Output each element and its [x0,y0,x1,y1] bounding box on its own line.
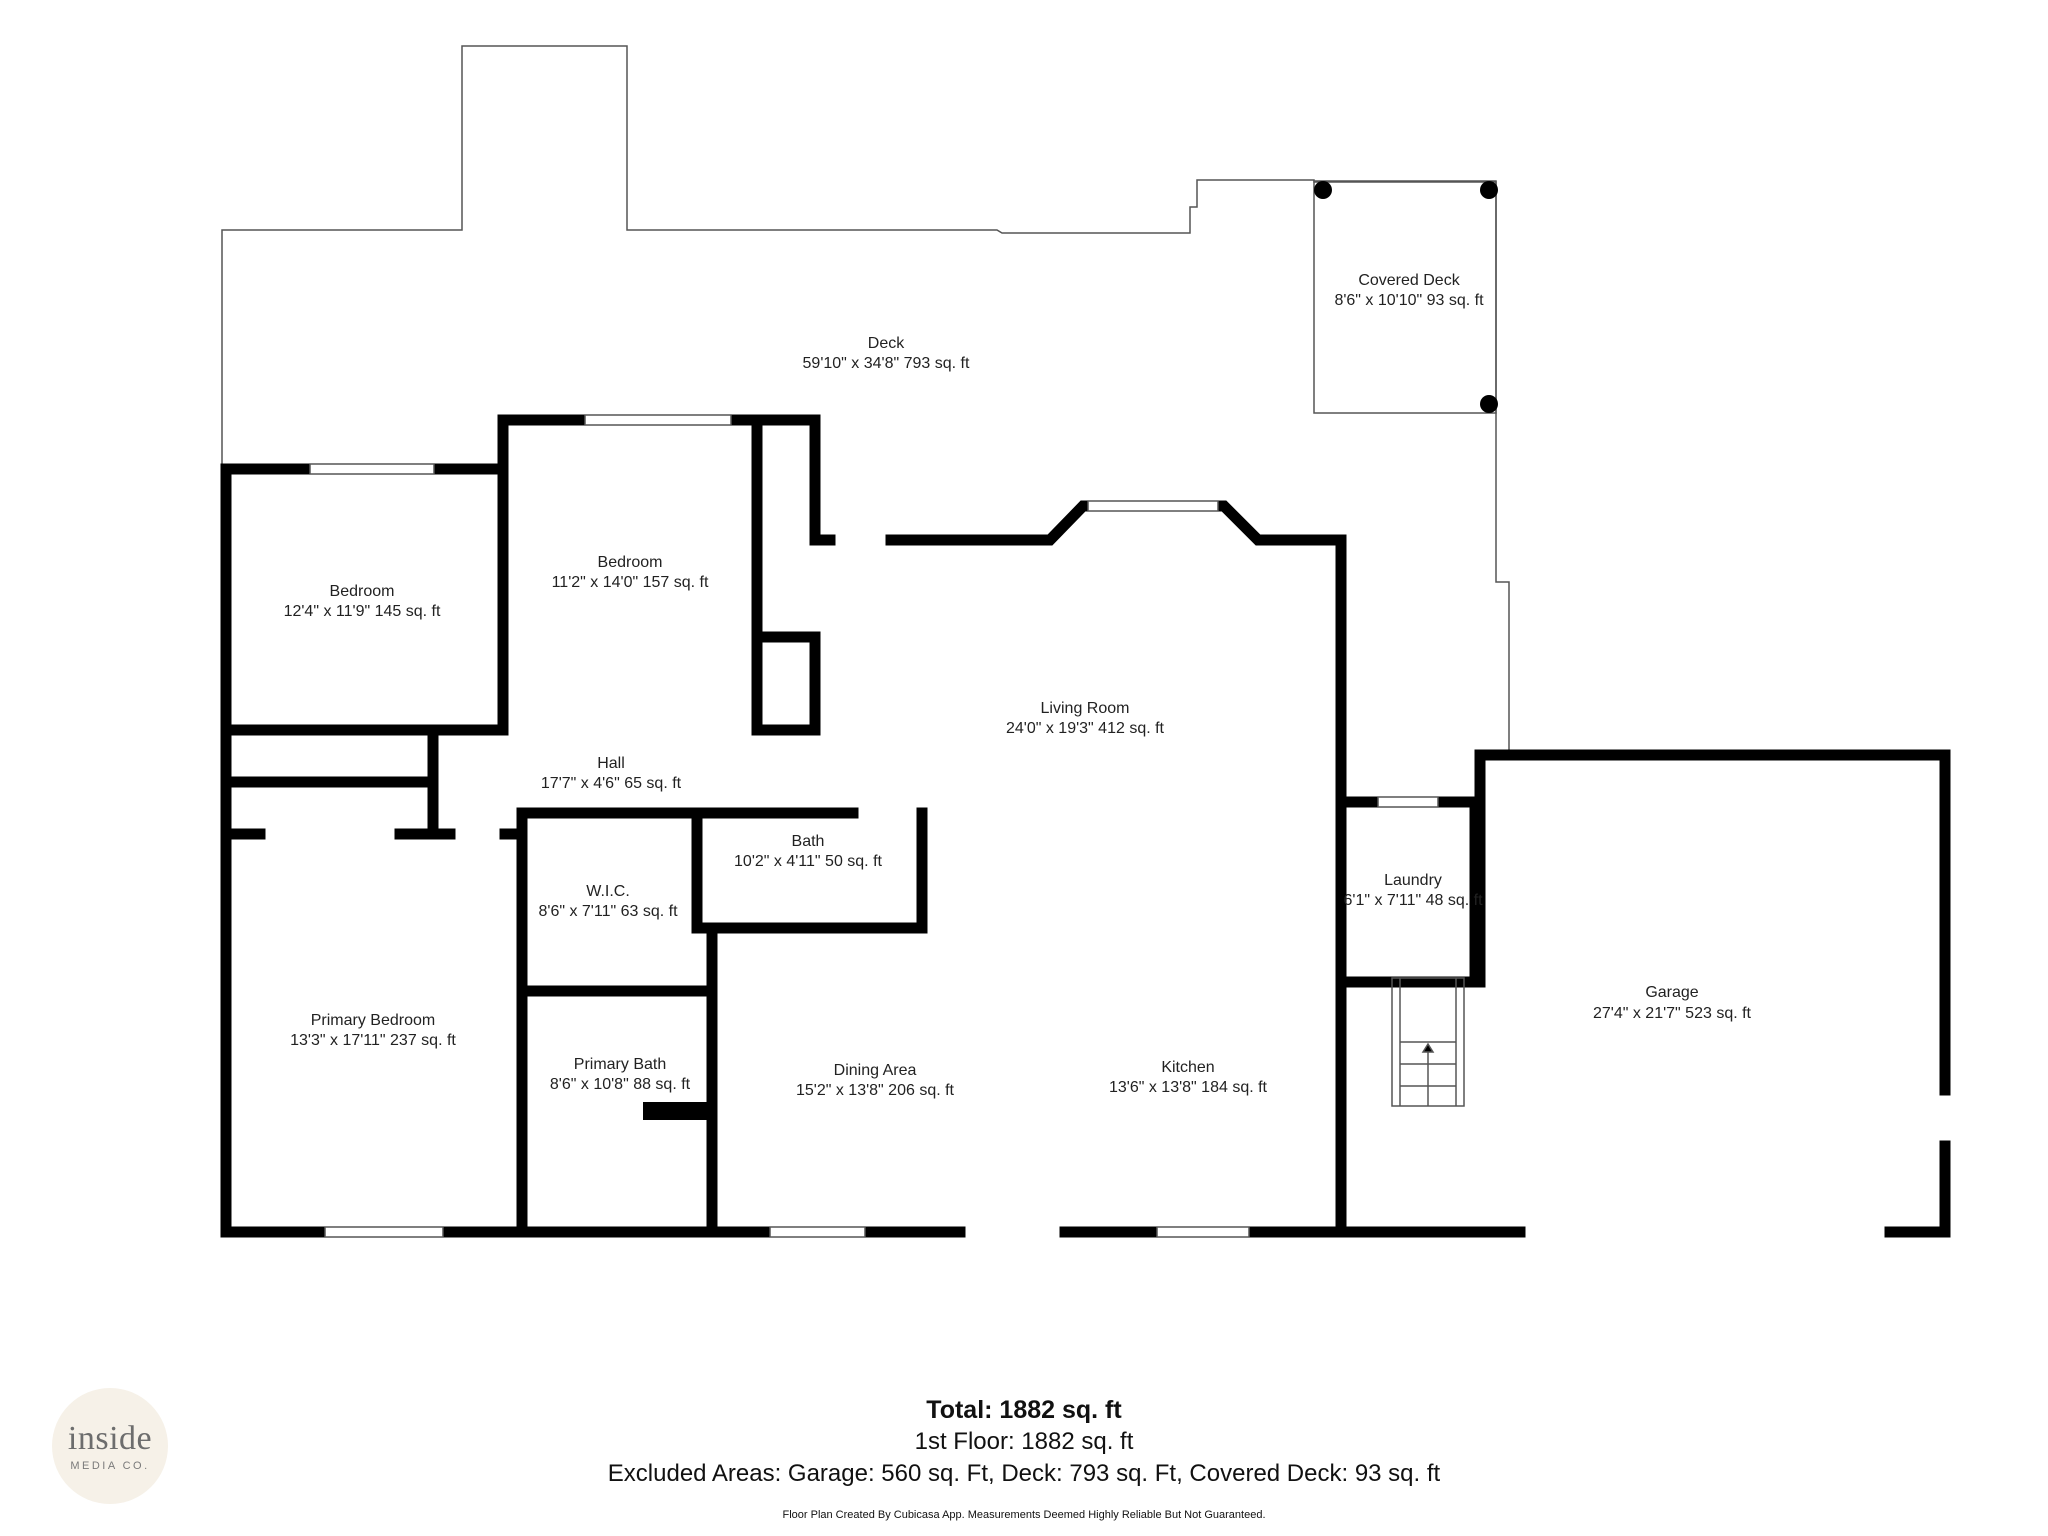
total-area: Total: 1882 sq. ft [926,1396,1122,1424]
room-name-hall: Hall [597,755,625,772]
room-dims-laundry: 6'1" x 7'11" 48 sq. ft [1343,892,1483,909]
excluded-areas: Excluded Areas: Garage: 560 sq. Ft, Deck… [607,1460,1441,1487]
floor-1-area: 1st Floor: 1882 sq. ft [914,1428,1134,1455]
room-dims-dining-area: 15'2" x 13'8" 206 sq. ft [796,1082,955,1099]
room-name-bedroom-2: Bedroom [598,554,663,571]
room-name-deck: Deck [868,335,905,352]
room-dims-wic: 8'6" x 7'11" 63 sq. ft [538,903,678,920]
room-name-primary-bath: Primary Bath [574,1056,666,1073]
inside-media-logo: inside MEDIA CO. [52,1388,168,1504]
room-dims-primary-bedroom: 13'3" x 17'11" 237 sq. ft [290,1032,456,1049]
room-name-kitchen: Kitchen [1161,1059,1214,1076]
room-name-wic: W.I.C. [586,883,630,900]
deck-outline [221,45,1510,752]
room-name-primary-bedroom: Primary Bedroom [311,1012,435,1029]
logo-sub-text: MEDIA CO. [70,1460,150,1472]
windows [309,414,1439,1238]
room-dims-hall: 17'7" x 4'6" 65 sq. ft [541,775,682,792]
covered-deck-outline [1313,180,1497,414]
stairs [1391,977,1465,1107]
room-name-laundry: Laundry [1384,872,1442,889]
room-name-garage: Garage [1645,984,1698,1001]
room-name-dining-area: Dining Area [834,1062,917,1079]
room-dims-kitchen: 13'6" x 13'8" 184 sq. ft [1109,1079,1268,1096]
room-name-bedroom-1: Bedroom [330,583,395,600]
room-name-bath: Bath [792,833,825,850]
room-dims-primary-bath: 8'6" x 10'8" 88 sq. ft [550,1076,691,1093]
room-dims-covered-deck: 8'6" x 10'10" 93 sq. ft [1334,292,1484,309]
room-dims-garage: 27'4" x 21'7" 523 sq. ft [1593,1005,1752,1022]
deck-post [1480,395,1498,413]
room-dims-bath: 10'2" x 4'11" 50 sq. ft [734,853,882,870]
deck-post [1314,181,1332,199]
room-dims-bedroom-2: 11'2" x 14'0" 157 sq. ft [552,574,709,591]
room-dims-bedroom-1: 12'4" x 11'9" 145 sq. ft [284,603,441,620]
room-dims-deck: 59'10" x 34'8" 793 sq. ft [803,355,970,372]
room-name-living-room: Living Room [1041,700,1130,717]
walls [220,414,1951,1238]
room-name-covered-deck: Covered Deck [1358,272,1460,289]
disclaimer: Floor Plan Created By Cubicasa App. Meas… [782,1509,1266,1521]
deck-post [1480,181,1498,199]
room-dims-living-room: 24'0" x 19'3" 412 sq. ft [1006,720,1165,737]
logo-main-text: inside [67,1420,153,1457]
